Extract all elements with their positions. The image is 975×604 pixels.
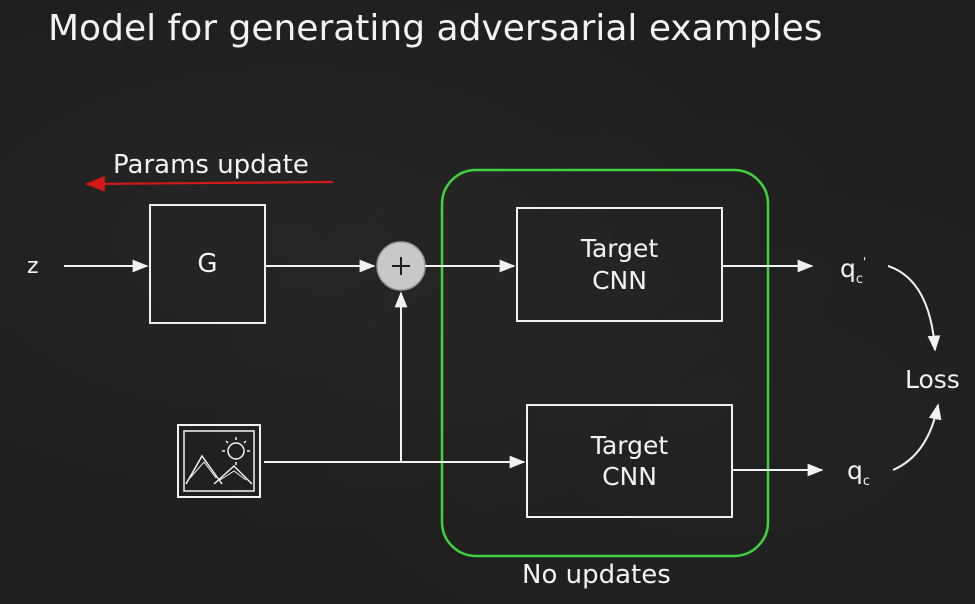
loss-label: Loss: [905, 365, 960, 394]
arrow-qc-prime-to-loss: [887, 265, 941, 352]
target-cnn-bottom-line1: Target: [590, 430, 669, 460]
target-cnn-top-box: [516, 207, 723, 322]
target-cnn-top-line2: CNN: [592, 265, 647, 295]
output-adversarial-label: qc ': [840, 254, 866, 287]
target-cnn-bottom-label: Target CNN: [527, 405, 732, 517]
params-update-label: Params update: [113, 150, 309, 180]
qc-base: q: [847, 456, 863, 485]
params-update-arrow: [85, 175, 334, 192]
input-z-label: z: [27, 254, 39, 279]
frozen-region: [440, 168, 770, 558]
no-updates-label: No updates: [522, 560, 671, 590]
target-cnn-bottom-line2: CNN: [602, 462, 657, 491]
qc-sub: c: [862, 474, 871, 489]
target-cnn-bottom-box: [526, 404, 733, 518]
diagram-title: Model for generating adversarial example…: [48, 8, 823, 49]
generator-box: [149, 204, 266, 324]
target-cnn-top-line1: Target: [580, 234, 659, 264]
landscape-image-icon: [177, 424, 261, 498]
arrow-qc-to-loss: [892, 403, 942, 471]
qc-prime-mark: ': [863, 255, 867, 269]
output-clean-label: qc: [847, 456, 870, 489]
qc-prime-base: q: [840, 254, 856, 283]
qc-prime-sub: c: [855, 272, 864, 287]
target-cnn-top-label: Target CNN: [517, 208, 722, 321]
generator-label: G: [197, 249, 218, 279]
